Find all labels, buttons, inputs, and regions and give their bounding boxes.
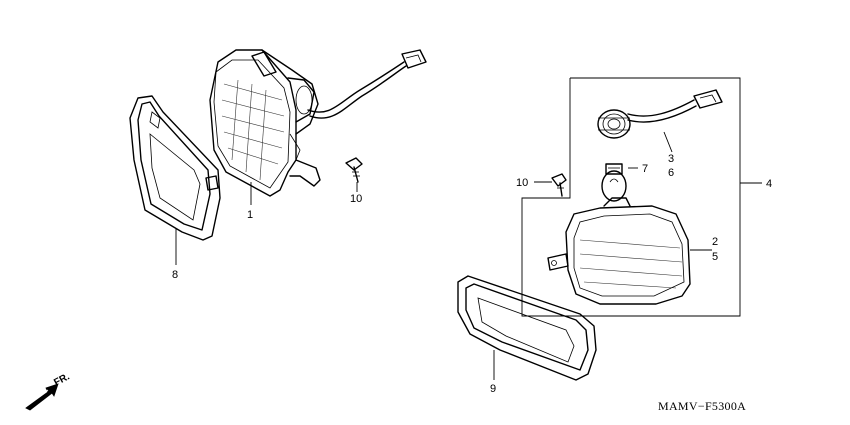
- direction-label: FR.: [52, 371, 72, 388]
- leader-lines: [175, 131, 762, 380]
- turn-signal-lens: [547, 197, 691, 305]
- bulb-socket: [597, 89, 723, 139]
- direction-indicator: FR.: [25, 371, 72, 411]
- callouts: 1 8 10 10 7 3 6 4 2 5 9: [172, 153, 772, 395]
- callout-1: 1: [247, 209, 253, 221]
- callout-8: 8: [172, 269, 178, 281]
- screw-right: [551, 173, 567, 197]
- callout-7: 7: [642, 163, 648, 175]
- callout-4: 4: [766, 178, 772, 190]
- callout-5: 5: [712, 251, 718, 263]
- callout-10-left: 10: [350, 193, 362, 205]
- callout-9: 9: [490, 383, 496, 395]
- callout-6: 6: [668, 167, 674, 179]
- screw-left: [345, 157, 363, 183]
- diagram-code: MAMV−F5300A: [658, 399, 746, 413]
- callout-3: 3: [668, 153, 674, 165]
- turn-signal-rim: [457, 275, 597, 381]
- forward-arrow-icon: [25, 383, 59, 411]
- callout-2: 2: [712, 236, 718, 248]
- bulb: [601, 163, 627, 202]
- headlight-rim: [129, 95, 221, 241]
- turn-signal-group-box: [521, 77, 741, 317]
- headlight-unit: [209, 49, 427, 197]
- callout-10-right: 10: [516, 177, 528, 189]
